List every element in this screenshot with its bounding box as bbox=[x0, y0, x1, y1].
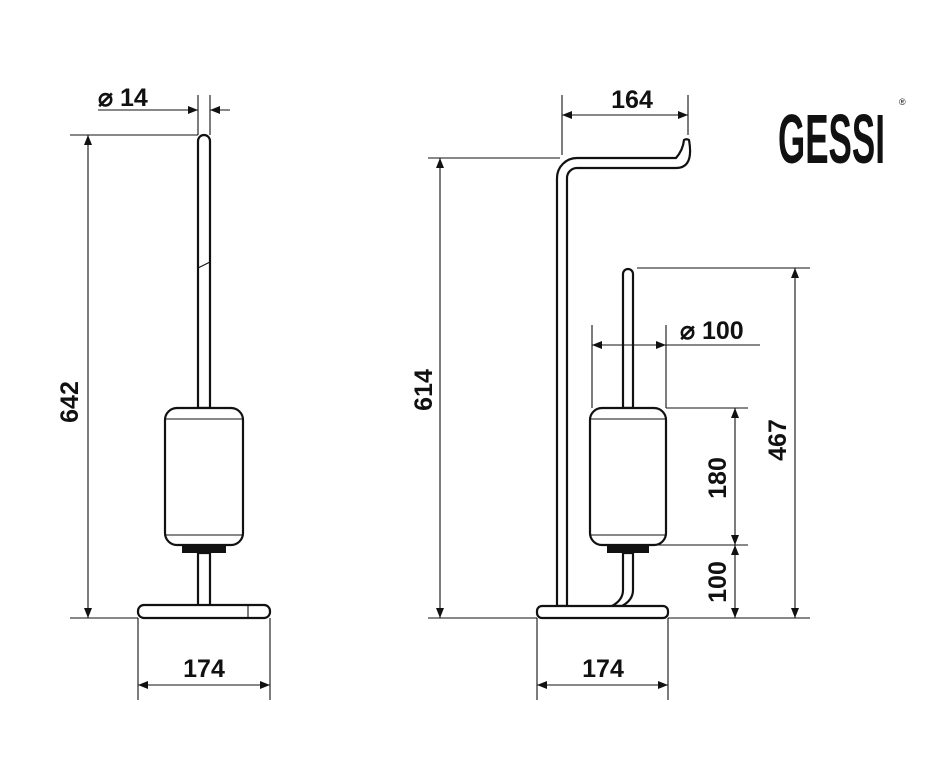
height-614-label: 614 bbox=[410, 369, 438, 411]
brush-handle-right bbox=[621, 267, 635, 410]
gessi-logo: GESSI ® bbox=[778, 97, 906, 178]
stem-right bbox=[610, 551, 635, 608]
base-right bbox=[535, 604, 670, 620]
brush-container-right bbox=[588, 406, 668, 547]
container-collar bbox=[182, 545, 226, 553]
handle-break bbox=[197, 261, 211, 269]
height-467-label: 467 bbox=[764, 419, 792, 461]
stem bbox=[196, 551, 212, 608]
right-view-holder-stand bbox=[535, 138, 692, 620]
brush-container bbox=[163, 406, 245, 547]
registered-mark: ® bbox=[899, 97, 906, 107]
diameter-100-label: ⌀ 100 bbox=[680, 317, 744, 345]
height-180-label: 180 bbox=[704, 457, 732, 499]
paper-holder-arm bbox=[555, 138, 692, 608]
logo-text: GESSI bbox=[778, 100, 885, 178]
base-174-right-label: 174 bbox=[582, 655, 624, 683]
right-dimensions: 164 614 ⌀ 100 180 100 467 174 bbox=[410, 86, 810, 700]
brush-handle bbox=[196, 133, 212, 410]
base-174-left-label: 174 bbox=[183, 655, 225, 683]
height-642-label: 642 bbox=[56, 381, 84, 423]
width-164-label: 164 bbox=[611, 86, 653, 114]
base bbox=[136, 603, 272, 620]
diameter-14-label: ⌀ 14 bbox=[98, 84, 148, 112]
offset-100-label: 100 bbox=[704, 561, 732, 603]
left-dimensions: ⌀ 14 642 174 bbox=[56, 84, 271, 700]
left-view-brush-holder bbox=[136, 133, 272, 620]
